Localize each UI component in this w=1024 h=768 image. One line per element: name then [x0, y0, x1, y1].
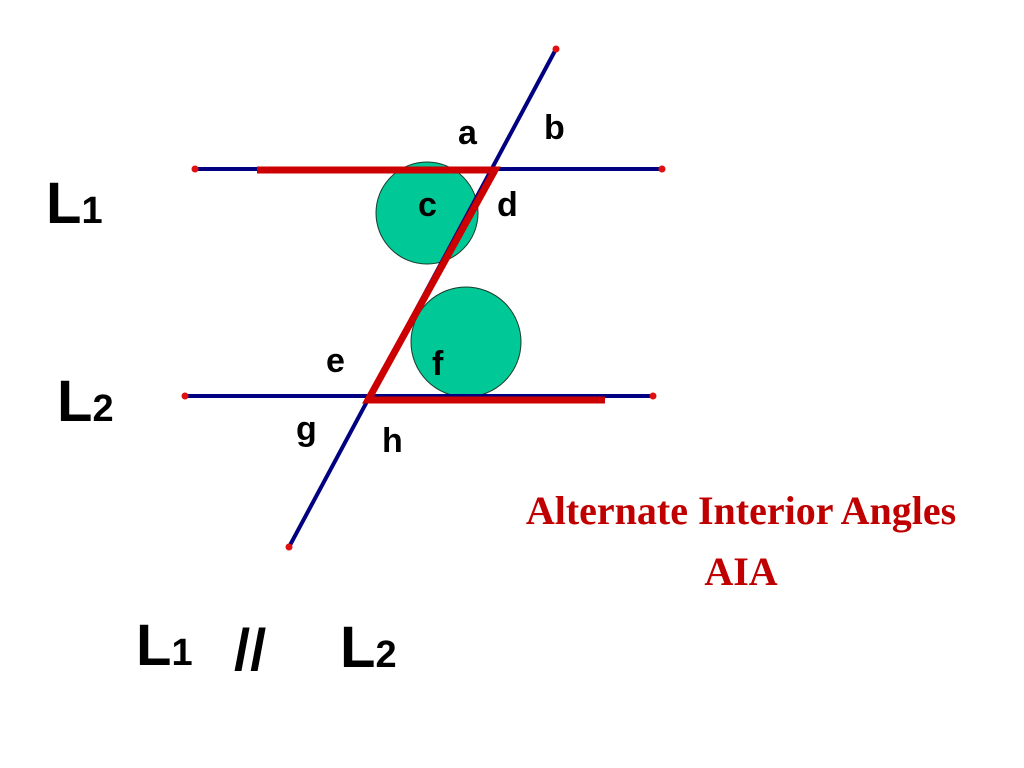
- angle-label-f: f: [432, 345, 444, 383]
- statement-right-letter: L: [340, 615, 375, 680]
- line-label-l2-sub: 2: [92, 388, 113, 430]
- endpoint-l2-left: [181, 392, 189, 400]
- statement-right-sub: 2: [375, 634, 396, 676]
- endpoint-transversal-top: [552, 45, 560, 53]
- statement-left: L1: [136, 613, 193, 678]
- angle-f-marker: [410, 286, 522, 398]
- angle-label-g: g: [296, 410, 317, 448]
- line-label-l1-sub: 1: [81, 190, 102, 232]
- line-label-l1-letter: L: [46, 171, 81, 236]
- endpoint-l1-right: [658, 165, 666, 173]
- angle-label-h: h: [382, 422, 403, 460]
- line-label-l1: L1: [46, 171, 103, 236]
- angle-label-a: a: [458, 114, 478, 152]
- angle-label-d: d: [497, 186, 518, 224]
- angle-label-c: c: [418, 186, 437, 224]
- line-label-l2-letter: L: [57, 369, 92, 434]
- parallel-symbol: //: [234, 618, 266, 683]
- endpoint-l1-left: [191, 165, 199, 173]
- statement-right: L2: [340, 615, 397, 680]
- line-label-l2: L2: [57, 369, 114, 434]
- z-highlight: [257, 166, 605, 404]
- endpoint-transversal-bottom: [285, 543, 293, 551]
- endpoint-l2-right: [649, 392, 657, 400]
- caption-abbrev: AIA: [704, 549, 777, 594]
- caption-title: Alternate Interior Angles: [526, 488, 956, 533]
- statement-left-sub: 1: [171, 632, 192, 674]
- statement-left-letter: L: [136, 613, 171, 678]
- angle-label-b: b: [544, 109, 565, 147]
- angle-label-e: e: [326, 342, 345, 380]
